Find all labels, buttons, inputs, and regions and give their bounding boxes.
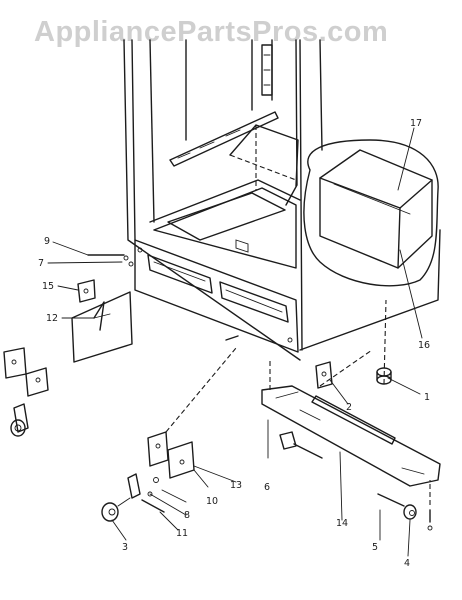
callout-5: 5 xyxy=(372,542,378,553)
callout-16: 16 xyxy=(418,340,430,351)
watermark: AppliancePartsPros.com xyxy=(34,16,389,48)
left-side-parts xyxy=(71,254,239,363)
callout-15: 15 xyxy=(42,281,54,292)
callout-12: 12 xyxy=(46,313,58,324)
callout-17: 17 xyxy=(410,118,422,129)
callout-7: 7 xyxy=(38,258,44,269)
leader-lines xyxy=(47,127,423,557)
detail-inset-housing xyxy=(303,139,439,287)
roller-bracket-center xyxy=(101,431,195,522)
kickplate xyxy=(261,361,441,531)
roller-bracket-left xyxy=(3,347,49,437)
callout-2: 2 xyxy=(346,402,352,413)
callout-6: 6 xyxy=(264,482,270,493)
callout-9: 9 xyxy=(44,236,50,247)
callout-labels: 9 7 15 12 17 16 1 2 6 13 10 8 11 14 3 5 … xyxy=(38,118,430,569)
callout-11: 11 xyxy=(176,528,188,539)
callout-14: 14 xyxy=(336,518,348,529)
callout-8: 8 xyxy=(184,510,190,521)
callout-4: 4 xyxy=(404,558,410,569)
callout-3: 3 xyxy=(122,542,128,553)
cabinet xyxy=(123,39,441,361)
assembly-lines xyxy=(165,299,431,505)
callout-10: 10 xyxy=(206,496,218,507)
callout-1: 1 xyxy=(424,392,430,403)
callout-13: 13 xyxy=(230,480,242,491)
